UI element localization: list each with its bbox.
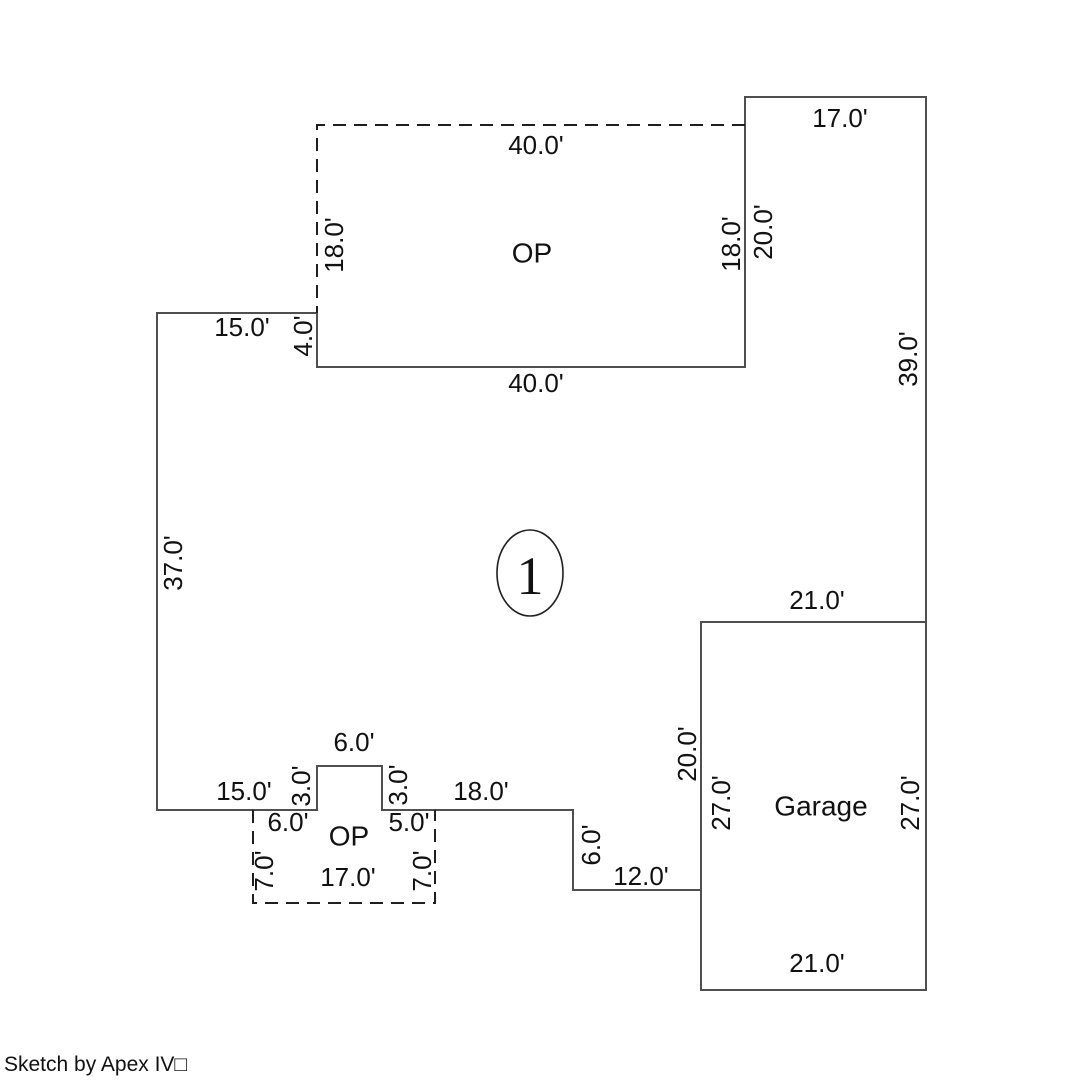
dimension-label: 6.0' xyxy=(576,824,606,865)
open-porch-bottom-outline xyxy=(252,810,436,904)
dimension-label: 40.0' xyxy=(508,368,564,398)
open-porch-top-label: OP xyxy=(512,238,552,269)
dimension-label: 37.0' xyxy=(158,535,188,591)
dimension-label: 3.0' xyxy=(286,765,316,806)
dimension-label: 7.0' xyxy=(407,850,437,891)
story-marker-circle xyxy=(496,529,564,617)
story-marker-number: 1 xyxy=(517,546,544,606)
dimension-label: 6.0' xyxy=(333,727,374,757)
dimension-label: 15.0' xyxy=(216,776,272,806)
dimension-label: 3.0' xyxy=(383,764,413,805)
dimension-label: 18.0' xyxy=(453,776,509,806)
dimension-label: 18.0' xyxy=(716,216,746,272)
dimension-label: 21.0' xyxy=(789,948,845,978)
room-labels: OP OP Garage xyxy=(329,238,868,852)
garage-outline xyxy=(700,621,927,991)
dimension-label: 20.0' xyxy=(748,204,778,260)
dimension-labels: 40.0'18.0'18.0'20.0'17.0'40.0'4.0'15.0'3… xyxy=(158,103,925,978)
dimension-label: 27.0' xyxy=(895,775,925,831)
dimension-label: 18.0' xyxy=(319,217,349,273)
dimension-label: 4.0' xyxy=(288,315,318,356)
dimension-label: 21.0' xyxy=(789,585,845,615)
dimension-label: 6.0' xyxy=(267,807,308,837)
dimension-label: 5.0' xyxy=(388,807,429,837)
open-porch-bottom-label: OP xyxy=(329,821,369,852)
dimension-label: 12.0' xyxy=(613,861,669,891)
dimension-label: 17.0' xyxy=(812,103,868,133)
garage-label: Garage xyxy=(774,791,867,822)
house-outline xyxy=(156,96,927,891)
dimension-label: 17.0' xyxy=(320,862,376,892)
dimension-label: 20.0' xyxy=(672,726,702,782)
dimension-label: 27.0' xyxy=(706,775,736,831)
credit-line: Sketch by Apex IV□ xyxy=(4,1053,188,1076)
dimension-label: 7.0' xyxy=(249,850,279,891)
dimension-label: 39.0' xyxy=(893,331,923,387)
dimension-label: 15.0' xyxy=(214,312,270,342)
open-porch-top-outline xyxy=(316,124,745,313)
dimension-label: 40.0' xyxy=(508,130,564,160)
